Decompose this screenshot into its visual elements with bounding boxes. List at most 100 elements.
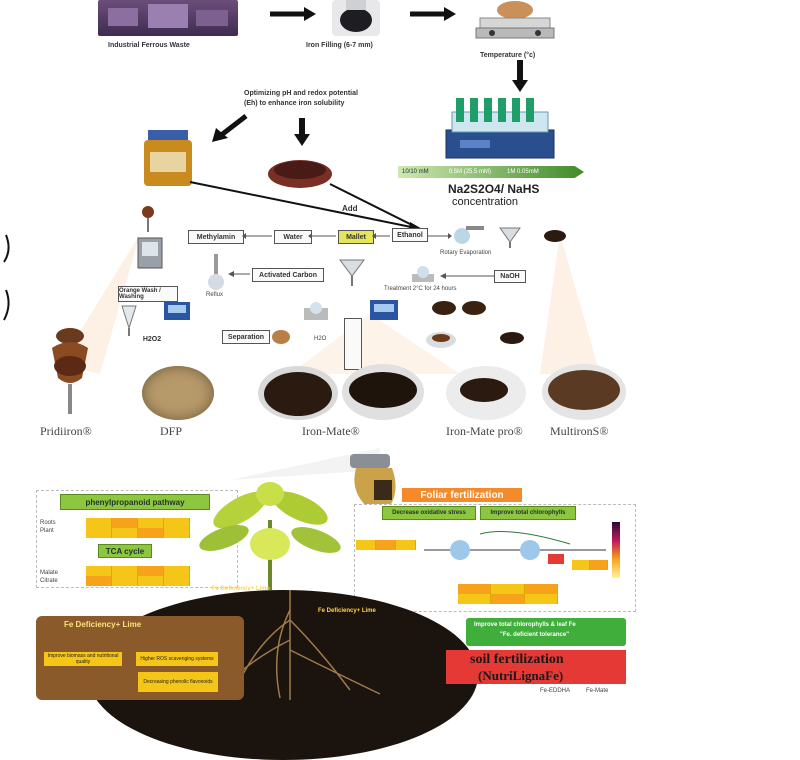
- right-heat-row: [356, 540, 416, 550]
- optimizing-label-1: Optimizing pH and redox potential: [244, 90, 358, 97]
- conc-step-2: 0.5M (25.5 mM): [448, 169, 492, 175]
- reflux-image: [204, 254, 228, 292]
- arrow-down-1: [512, 60, 528, 92]
- legend-malate: Malate: [40, 570, 59, 576]
- vertical-box: [344, 318, 362, 370]
- treatment-label: Treatment 2°C for 24 hours: [384, 286, 457, 292]
- product-pridiiron: Pridiiron®: [40, 424, 92, 438]
- dish-right: [424, 326, 458, 350]
- filing-label: Iron Filling (6-7 mm): [306, 42, 373, 49]
- arrow-diag-left: [212, 114, 248, 142]
- product-ironmate: Iron-Mate®: [302, 424, 360, 438]
- separation-box: Separation: [222, 330, 270, 344]
- ironmate-pro-image: [446, 366, 526, 420]
- machine-right: [368, 296, 400, 322]
- legend-roots: Roots: [40, 520, 56, 526]
- soil-fert-line1: soil fertilization: [470, 652, 564, 667]
- h2o2-box: H2O2: [142, 335, 162, 343]
- right-heat-row2: [572, 560, 608, 570]
- plant-defic-label: Fe Deficiency+ Lime: [212, 586, 270, 592]
- tolerance-text-2: "Fe. deficient tolerance": [500, 632, 570, 638]
- foliar-box1: Decrease oxidative stress: [382, 506, 476, 520]
- right-heat-bottom2: [458, 594, 558, 604]
- plant-image: [180, 480, 360, 590]
- pathway-diagram: [420, 526, 610, 574]
- arrow-right-1: [270, 7, 316, 21]
- defic-box-1: Improve biomass and nutritional quality: [44, 652, 122, 666]
- hotplate-image: [472, 0, 558, 42]
- jar-image: [140, 130, 196, 186]
- soil-fert-line2: (NutriLignaFe): [478, 668, 564, 683]
- machine-left: [162, 300, 192, 322]
- rotary-image: [448, 222, 488, 248]
- phenyl-heat-row2: [86, 528, 190, 538]
- tca-heat-row1: [86, 566, 190, 576]
- phenyl-heat-row1: [86, 518, 190, 528]
- h2o-label: H2O: [314, 336, 327, 342]
- foliar-title: Foliar fertilization: [402, 488, 522, 502]
- tolerance-text-1: Improve total chlorophylls & leaf Fe: [474, 622, 576, 628]
- arrow-right-2: [410, 7, 456, 21]
- shaker-image: [440, 94, 560, 164]
- waste-label: Industrial Ferrous Waste: [108, 42, 190, 49]
- conc-label-line2: concentration: [452, 196, 519, 208]
- ferrous-waste-image: [98, 0, 238, 36]
- ironmate-image: [258, 366, 338, 420]
- conc-step-1: 10/10 mM: [402, 169, 429, 175]
- tca-heat-row2: [86, 576, 190, 586]
- temperature-label: Temperature (°c): [480, 52, 536, 59]
- spray-cone: [230, 440, 410, 520]
- tolerance-box: [466, 618, 626, 646]
- product-dfp: DFP: [160, 424, 183, 438]
- rotary-label: Rotary Evaporation: [440, 250, 492, 256]
- sprayer-image: [340, 450, 410, 510]
- edge-marks: [3, 234, 10, 321]
- add-label: Add: [342, 204, 358, 213]
- legend-plant: Plant: [40, 528, 54, 534]
- conc-label-line1: Na2S2O4/ NaHS: [448, 182, 540, 196]
- product-multiron: MultironS®: [550, 424, 609, 438]
- multiron-image: [542, 364, 626, 420]
- ethanol-box: Ethanol: [392, 228, 428, 242]
- defic-box-2: Higher ROS scavenging systems: [136, 652, 218, 666]
- naoh-box: NaOH: [494, 270, 526, 283]
- beaker-brown: [272, 330, 290, 344]
- separatory-funnel: [118, 302, 140, 338]
- stirrer-mid: [410, 264, 436, 284]
- defic-title: Fe Deficiency+ Lime: [64, 620, 142, 629]
- product-dot-top: [544, 230, 566, 242]
- defic-box-3: Decreasing phenolic flavonoids: [138, 672, 218, 692]
- dfp-image: [142, 366, 214, 420]
- methylamin-box: Methylamin: [188, 230, 244, 244]
- reflux-label: Reflux: [206, 292, 224, 298]
- product-ironmate-pro: Iron-Mate pro®: [446, 424, 523, 438]
- pridiiron-image: [42, 326, 98, 418]
- naoh-arrow: [440, 273, 494, 279]
- legend-bottom-2: Fe-Mate: [586, 688, 609, 694]
- dish-image: [266, 154, 334, 190]
- ironmate-2-image: [342, 364, 424, 420]
- dots-right: [430, 300, 490, 316]
- soil-defic-label: Fe Deficiency+ Lime: [318, 608, 376, 614]
- right-heat-bottom1: [458, 584, 558, 594]
- legend-citrate: Citrate: [40, 578, 58, 584]
- filter-funnel: [498, 226, 522, 248]
- machine-mid: [302, 300, 330, 322]
- tca-title: TCA cycle: [98, 544, 152, 558]
- dot-right: [500, 332, 524, 344]
- legend-bottom-1: Fe-EDDHA: [540, 688, 571, 694]
- concentration-bar: 10/10 mM 0.5M (25.5 mM) 1M 0.05mM: [398, 166, 584, 178]
- carbon-arrow: [228, 271, 250, 277]
- soil-fert-box: [446, 650, 626, 684]
- iron-filing-image: [332, 0, 380, 36]
- process-row1-arrows: [242, 233, 452, 239]
- conc-step-3: 1M 0.05mM: [507, 169, 539, 175]
- funnel-mid: [338, 258, 366, 290]
- funnel-top-left: [138, 204, 158, 234]
- color-scale: [612, 522, 620, 578]
- arrow-down-2: [294, 118, 310, 146]
- orange-box: Orange Wash / Washing: [118, 286, 178, 302]
- optimizing-label-2: (Eh) to enhance iron solubility: [244, 100, 345, 107]
- tower-left: [130, 234, 170, 284]
- activated-carbon-box: Activated Carbon: [252, 268, 324, 282]
